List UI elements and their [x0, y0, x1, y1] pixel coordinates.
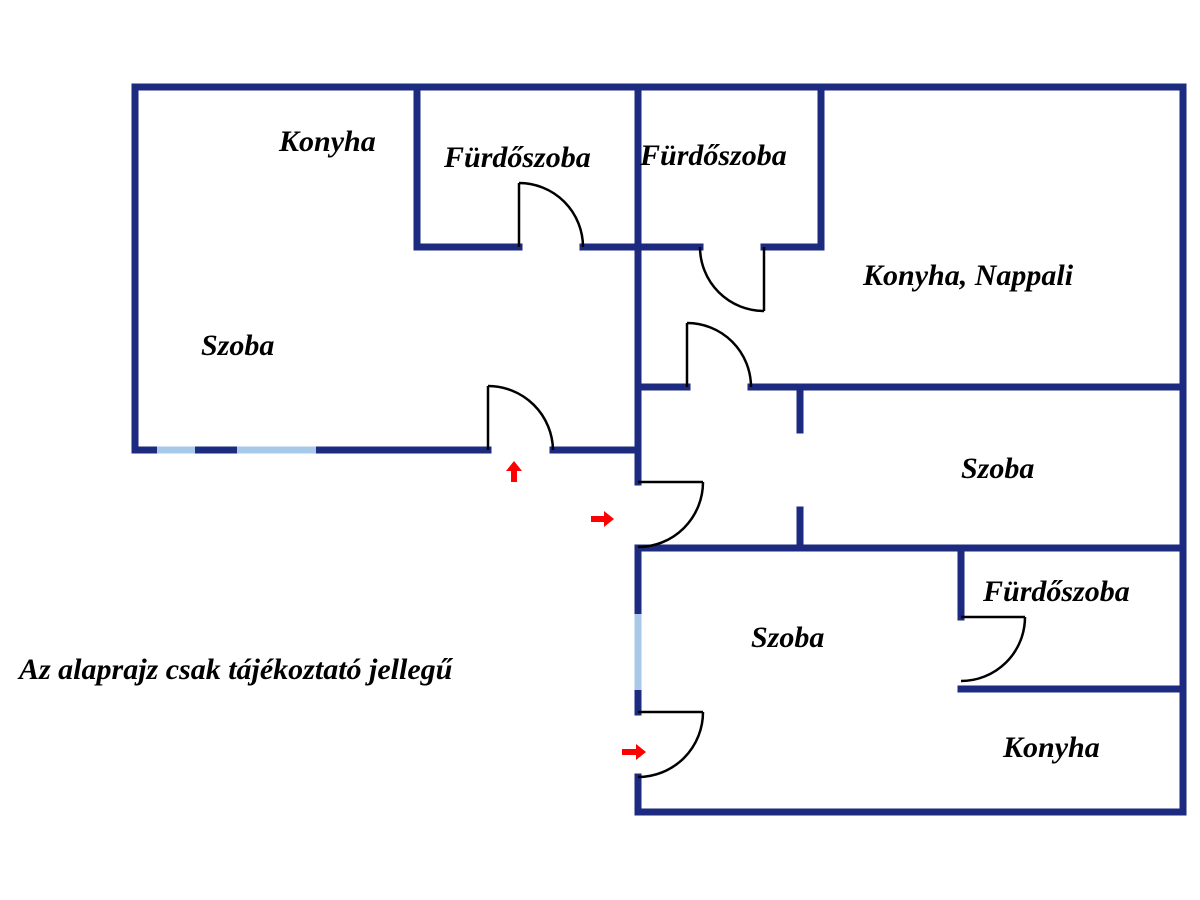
walls	[131, 83, 1187, 816]
label-furdoszoba-2: Fürdőszoba	[639, 139, 787, 172]
entrance-arrow-right-lower-icon	[622, 744, 646, 760]
label-szoba-1: Szoba	[201, 329, 274, 362]
room-labels: Konyha Fürdőszoba Fürdőszoba Szoba Konyh…	[201, 125, 1130, 764]
door-hallway	[637, 480, 705, 549]
door-bath3	[960, 615, 1027, 683]
door-left-room	[486, 384, 555, 451]
door-living	[685, 321, 753, 388]
windows	[157, 446, 642, 690]
door-lower-unit	[637, 710, 705, 779]
label-konyha-2: Konyha	[1002, 731, 1100, 764]
label-szoba-3: Szoba	[751, 621, 824, 654]
door-bath1	[517, 181, 585, 248]
label-furdoszoba-1: Fürdőszoba	[443, 141, 591, 174]
entrance-arrows	[506, 461, 646, 760]
label-szoba-2: Szoba	[961, 452, 1034, 485]
entrance-arrow-up-icon	[506, 461, 522, 482]
label-konyha-nappali: Konyha, Nappali	[862, 259, 1074, 292]
door-bath2	[698, 246, 766, 313]
doors	[486, 181, 1027, 779]
entrance-arrow-right-icon	[591, 511, 614, 527]
label-furdoszoba-3: Fürdőszoba	[982, 575, 1130, 608]
label-konyha-1: Konyha	[278, 125, 376, 158]
disclaimer-note: Az alaprajz csak tájékoztató jellegű	[17, 653, 454, 686]
